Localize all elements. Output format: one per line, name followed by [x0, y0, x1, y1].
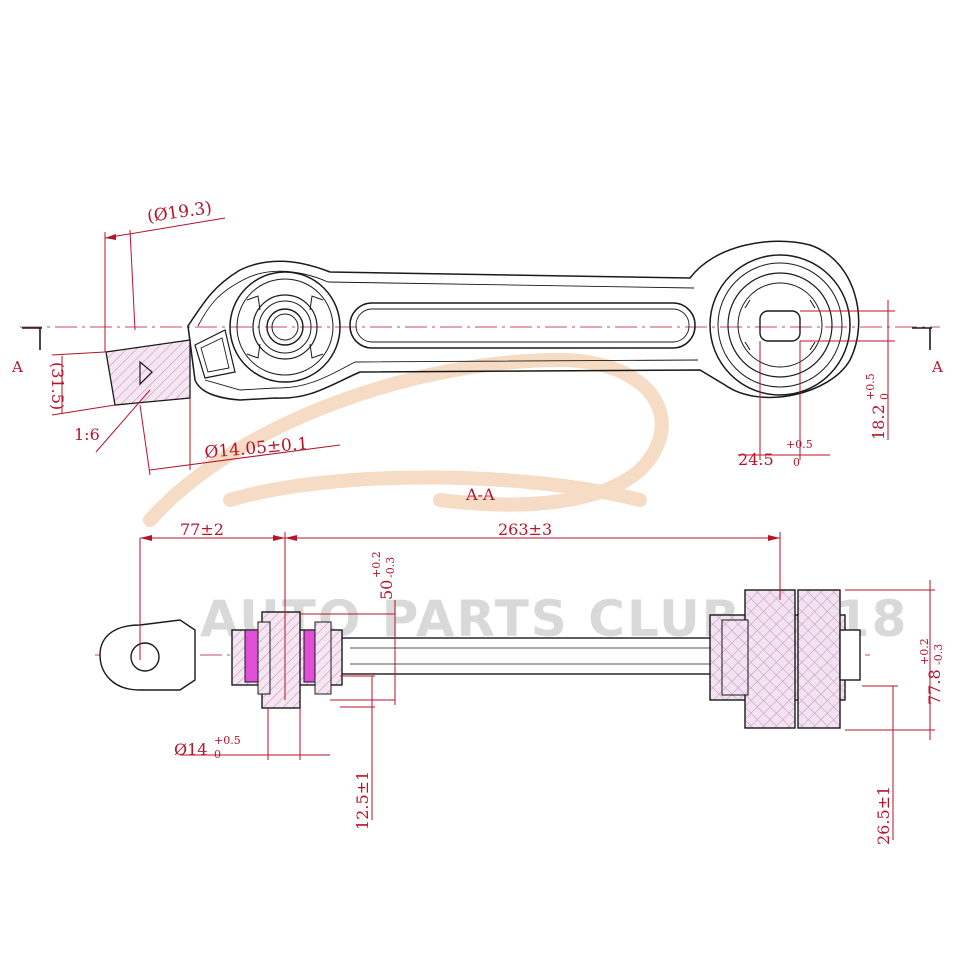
dim-50-main: 50 — [377, 580, 396, 600]
dim-50-upper: +0.2 — [370, 551, 383, 578]
section-dimension-lines — [139, 532, 935, 840]
section-view — [95, 589, 870, 729]
dim-14-main: Ø14 — [174, 740, 207, 759]
dim-18-2-lower: 0 — [878, 393, 891, 400]
left-bolt-hole — [266, 308, 304, 346]
shaft-side — [339, 637, 721, 675]
right-bushing-sleeve-a — [744, 589, 796, 729]
section-mark-right: A — [931, 358, 943, 376]
dim-14-lower: 0 — [214, 748, 221, 761]
dim-18-2-main: 18.2 — [869, 404, 888, 440]
right-stud-end — [839, 629, 861, 681]
dim-18-2-upper: +0.5 — [864, 373, 877, 400]
background-logo-swoosh — [143, 352, 669, 527]
dim-12-5: 12.5±1 — [353, 771, 372, 830]
dim-77-8-main: 77.8 — [925, 669, 944, 705]
section-view-title: A-A — [465, 485, 495, 504]
dim-50-lower: -0.3 — [384, 557, 397, 578]
dim-14: Ø14 +0.5 0 — [174, 734, 241, 761]
left-eye-outer — [229, 271, 341, 383]
dim-dia-19-3: (Ø19.3) — [146, 198, 213, 227]
taper-marker-triangle — [139, 360, 153, 386]
dim-26-5: 26.5±1 — [874, 786, 893, 845]
dim-31-5: (31.5) — [48, 362, 67, 410]
section-mark-left: A — [11, 358, 23, 376]
control-arm-body — [187, 240, 860, 401]
dim-77-8: 77.8 +0.2 -0.3 — [918, 638, 945, 705]
ball-end-hole — [130, 642, 160, 672]
ball-stud-taper-section — [105, 339, 191, 406]
arm-slot — [349, 302, 696, 349]
arm-pocket — [194, 329, 236, 379]
right-eye-outer — [709, 254, 851, 396]
top-view-dimension-lines — [22, 217, 932, 476]
dim-14-upper: +0.5 — [214, 734, 241, 747]
dim-18-2: 18.2 +0.5 0 — [864, 373, 891, 440]
dim-dia-14-05: Ø14.05±0.1 — [204, 434, 309, 463]
dim-77-8-upper: +0.2 — [918, 638, 931, 665]
taper-ratio: 1:6 — [74, 425, 100, 444]
dim-50: 50 +0.2 -0.3 — [370, 551, 397, 600]
dim-77: 77±2 — [180, 520, 224, 539]
dim-24-5: 24.5 +0.5 0 — [738, 438, 813, 469]
dim-24-5-main: 24.5 — [738, 450, 774, 469]
dim-263: 263±3 — [498, 520, 552, 539]
right-bolt-slot — [759, 310, 801, 342]
dim-77-8-lower: -0.3 — [932, 644, 945, 665]
top-view — [20, 240, 940, 406]
dim-24-5-upper: +0.5 — [786, 438, 813, 451]
dim-24-5-lower: 0 — [793, 456, 800, 469]
right-bushing-sleeve-b — [797, 589, 841, 729]
